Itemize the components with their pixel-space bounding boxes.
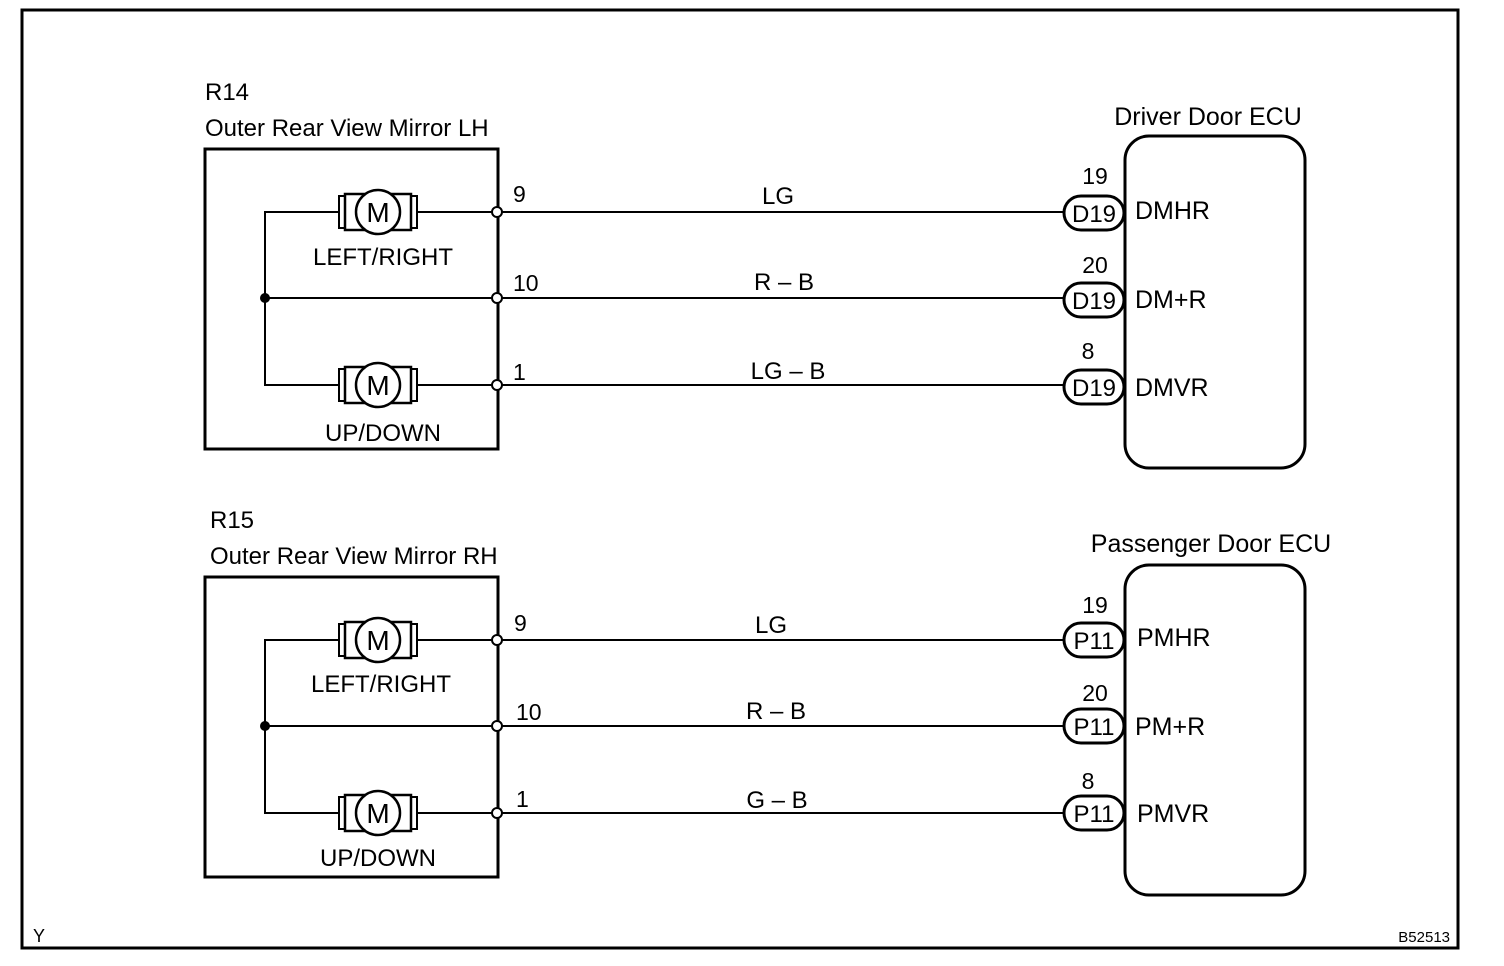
motor-icon: M [338, 188, 418, 236]
junction-dot [260, 293, 270, 303]
mirror-pin: 10 [516, 699, 542, 725]
svg-text:M: M [366, 197, 389, 228]
wire-color: LG – B [751, 358, 826, 385]
svg-text:M: M [366, 370, 389, 401]
mirror-pin: 10 [513, 270, 539, 296]
motor-label: UP/DOWN [325, 420, 441, 447]
svg-text:P11: P11 [1074, 714, 1115, 741]
ecu-pin: 8 [1082, 768, 1095, 794]
ecu-terminal: DMHR [1135, 197, 1210, 225]
mirror-code: R14 [205, 79, 249, 106]
wire-color: LG [762, 183, 794, 210]
terminal-dot [491, 379, 503, 391]
connector-p11: P11 [1062, 621, 1126, 659]
connector-d19: D19 [1062, 194, 1126, 232]
mirror-name: Outer Rear View Mirror RH [210, 543, 498, 570]
ecu-pin: 19 [1082, 592, 1108, 618]
circuit-lh: R14 Outer Rear View Mirror LH M LEFT/RIG… [203, 79, 1307, 470]
motor-icon: M [338, 616, 418, 664]
ecu-terminal: PMHR [1137, 624, 1211, 652]
ecu-terminal: DMVR [1135, 374, 1209, 402]
svg-text:D19: D19 [1072, 288, 1116, 315]
ecu-pin: 20 [1082, 680, 1108, 706]
mirror-pin: 9 [514, 610, 527, 636]
svg-text:M: M [366, 625, 389, 656]
ecu-pin: 8 [1082, 338, 1095, 364]
terminal-dot [491, 206, 503, 218]
svg-text:P11: P11 [1074, 628, 1115, 655]
terminal-dot [491, 807, 503, 819]
ecu-terminal: PM+R [1135, 713, 1205, 741]
terminal-dot [491, 634, 503, 646]
terminal-dot [491, 292, 503, 304]
motor-label: UP/DOWN [320, 845, 436, 872]
connector-p11: P11 [1062, 707, 1126, 745]
wire-color: R – B [746, 698, 806, 725]
mirror-name: Outer Rear View Mirror LH [205, 115, 489, 142]
svg-text:M: M [366, 798, 389, 829]
figure-id: B52513 [1398, 929, 1450, 946]
svg-text:D19: D19 [1072, 201, 1116, 228]
wire-color: R – B [754, 269, 814, 296]
ecu-pin: 20 [1082, 252, 1108, 278]
junction-dot [260, 721, 270, 731]
wire-color: G – B [746, 787, 807, 814]
motor-icon: M [338, 361, 418, 409]
ecu-terminal: DM+R [1135, 286, 1207, 314]
mirror-pin: 1 [516, 786, 529, 812]
mirror-code: R15 [210, 507, 254, 534]
terminal-dot [491, 720, 503, 732]
ecu-pin: 19 [1082, 163, 1108, 189]
connector-d19: D19 [1062, 368, 1126, 406]
circuit-rh: R15 Outer Rear View Mirror RH M LEFT/RIG… [203, 507, 1331, 897]
mirror-pin: 1 [513, 359, 526, 385]
connector-d19: D19 [1062, 281, 1126, 319]
motor-label: LEFT/RIGHT [313, 244, 453, 271]
motor-label: LEFT/RIGHT [311, 671, 451, 698]
ecu-name: Driver Door ECU [1114, 103, 1302, 131]
wire-color: LG [755, 612, 787, 639]
motor-icon: M [338, 789, 418, 837]
connector-p11: P11 [1062, 794, 1126, 832]
ecu-terminal: PMVR [1137, 800, 1209, 828]
mirror-pin: 9 [513, 181, 526, 207]
svg-text:P11: P11 [1074, 801, 1115, 828]
diagram-frame [20, 8, 1460, 950]
svg-text:D19: D19 [1072, 375, 1116, 402]
corner-mark: Y [33, 926, 45, 946]
ecu-name: Passenger Door ECU [1091, 530, 1331, 558]
